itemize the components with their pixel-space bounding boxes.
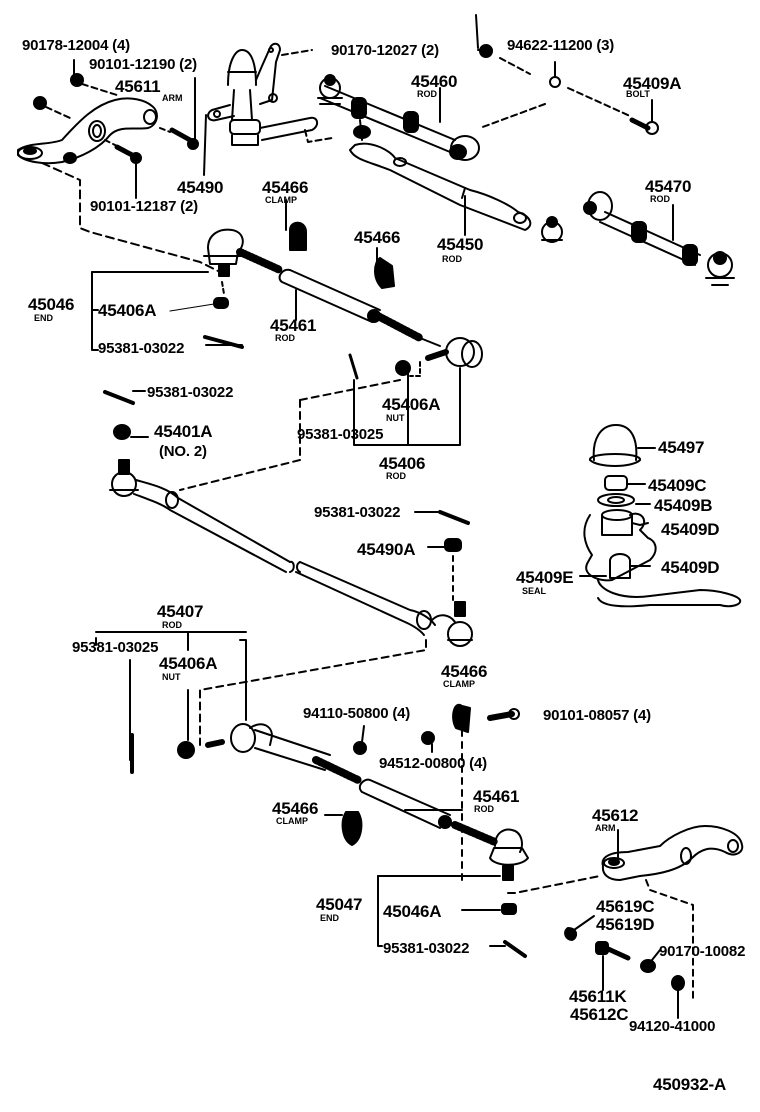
label-45409D-upper: 45409D (661, 520, 720, 539)
label-45470-rod: ROD (650, 194, 670, 204)
label-45409B: 45409B (654, 496, 713, 515)
label-45409E: 45409E (516, 568, 574, 587)
label-90101-08057: 90101-08057 (4) (543, 707, 651, 724)
tie-rod-end-45046-drawing (91, 228, 284, 351)
label-45401A: 45401A (154, 422, 213, 441)
label-95381-03025-lower: 95381-03025 (72, 639, 159, 656)
pin-and-nut-left-drawing (103, 390, 149, 440)
label-45466-clamp-upper-sub: CLAMP (265, 195, 297, 205)
label-45406A-nut-upper: 45406A (382, 395, 441, 414)
label-45406-rod: ROD (386, 471, 406, 481)
label-45461-upper: 45461 (270, 316, 317, 335)
label-45406: 45406 (379, 454, 426, 473)
label-45401A-no2: (NO. 2) (159, 443, 207, 460)
label-94110-50800: 94110-50800 (4) (303, 705, 411, 722)
rod-45461-lower-drawing (353, 703, 529, 881)
label-45046: 45046 (28, 295, 75, 314)
label-94622-11200: 94622-11200 (3) (507, 37, 615, 54)
tie-rod-45407-drawing (95, 631, 362, 784)
label-94512-00800: 94512-00800 (4) (379, 755, 487, 772)
label-90170-10082: 90170-10082 (659, 943, 746, 960)
label-45470: 45470 (645, 177, 692, 196)
label-45466-clamp-upper: 45466 (262, 178, 309, 197)
label-45409A: 45409A (623, 74, 682, 93)
label-45046A: 45046A (383, 902, 442, 921)
label-90178-12004: 90178-12004 (4) (22, 37, 130, 54)
label-45619D: 45619D (596, 915, 655, 934)
idler-arm-45611-drawing (17, 97, 158, 165)
label-45409C: 45409C (648, 476, 707, 495)
label-94120-41000: 94120-41000 (629, 1018, 716, 1035)
label-45466-clamp-mid: 45466 (441, 662, 488, 681)
rod-45406-callout-drawing (179, 353, 461, 491)
label-45466-clamp-lower: 45466 (272, 799, 319, 818)
label-45466-clamp-lower-sub: CLAMP (276, 816, 308, 826)
label-45466-upper-2: 45466 (354, 228, 401, 247)
label-45460: 45460 (411, 72, 458, 91)
label-95381-03022-mid: 95381-03022 (147, 384, 234, 401)
label-95381-03022-lower: 95381-03022 (383, 940, 470, 957)
label-95381-03025-upper: 95381-03025 (297, 426, 384, 443)
figure-code: 450932-A (653, 1075, 727, 1094)
nut-90178-drawings (33, 59, 121, 119)
label-45461-lower-rod: ROD (474, 804, 494, 814)
label-45612: 45612 (592, 806, 639, 825)
rod-45460-drawing (317, 14, 659, 161)
label-45407-rod: ROD (162, 620, 182, 630)
rod-45470-drawing (583, 191, 735, 286)
label-45406A-nut-upper-sub: NUT (386, 413, 405, 423)
label-90101-12187: 90101-12187 (2) (90, 198, 198, 215)
label-95381-03022-upper: 95381-03022 (98, 340, 185, 357)
label-90170-12027: 90170-12027 (2) (331, 42, 439, 59)
label-45406A-nut-lower: 45406A (159, 654, 218, 673)
label-95381-03022-drag: 95381-03022 (314, 504, 401, 521)
label-45450-rod: ROD (442, 254, 462, 264)
label-45497: 45497 (658, 438, 705, 457)
label-90101-12190: 90101-12190 (2) (89, 56, 197, 73)
label-45461-upper-rod: ROD (275, 333, 295, 343)
label-45466-clamp-mid-sub: CLAMP (443, 679, 475, 689)
label-45047: 45047 (316, 895, 363, 914)
label-45460-rod: ROD (417, 89, 437, 99)
clamp-45466-lower-drawing (324, 811, 363, 846)
label-45409A-bolt: BOLT (626, 89, 650, 99)
rod-45461-drawing (278, 199, 483, 368)
bracket-exploded-drawing (579, 424, 742, 608)
label-45047-end: END (320, 913, 340, 923)
label-45407: 45407 (157, 602, 204, 621)
label-45619C: 45619C (596, 897, 655, 916)
label-45409E-seal: SEAL (522, 586, 547, 596)
label-45611-arm: ARM (162, 93, 183, 103)
tie-rod-end-45047-drawing (377, 875, 601, 958)
pitman-arm-45612-drawing (564, 825, 744, 1019)
label-45406A-nut-lower-sub: NUT (162, 672, 181, 682)
relay-rod-45450-drawing (349, 119, 563, 243)
label-45461-lower: 45461 (473, 787, 520, 806)
label-45450: 45450 (437, 235, 484, 254)
bolt-90101-drawings (41, 77, 221, 273)
label-45611: 45611 (115, 77, 161, 96)
label-45490A: 45490A (357, 540, 416, 559)
label-45490: 45490 (177, 178, 224, 197)
label-45046-end: END (34, 313, 54, 323)
label-45612C: 45612C (570, 1005, 629, 1024)
label-45409D-lower: 45409D (661, 558, 720, 577)
label-45406A-upper: 45406A (98, 301, 157, 320)
drag-link-drawing (109, 459, 473, 746)
idler-bracket-45490-drawing (203, 42, 333, 176)
label-45611K: 45611K (569, 987, 627, 1006)
label-45612-arm: ARM (595, 823, 616, 833)
